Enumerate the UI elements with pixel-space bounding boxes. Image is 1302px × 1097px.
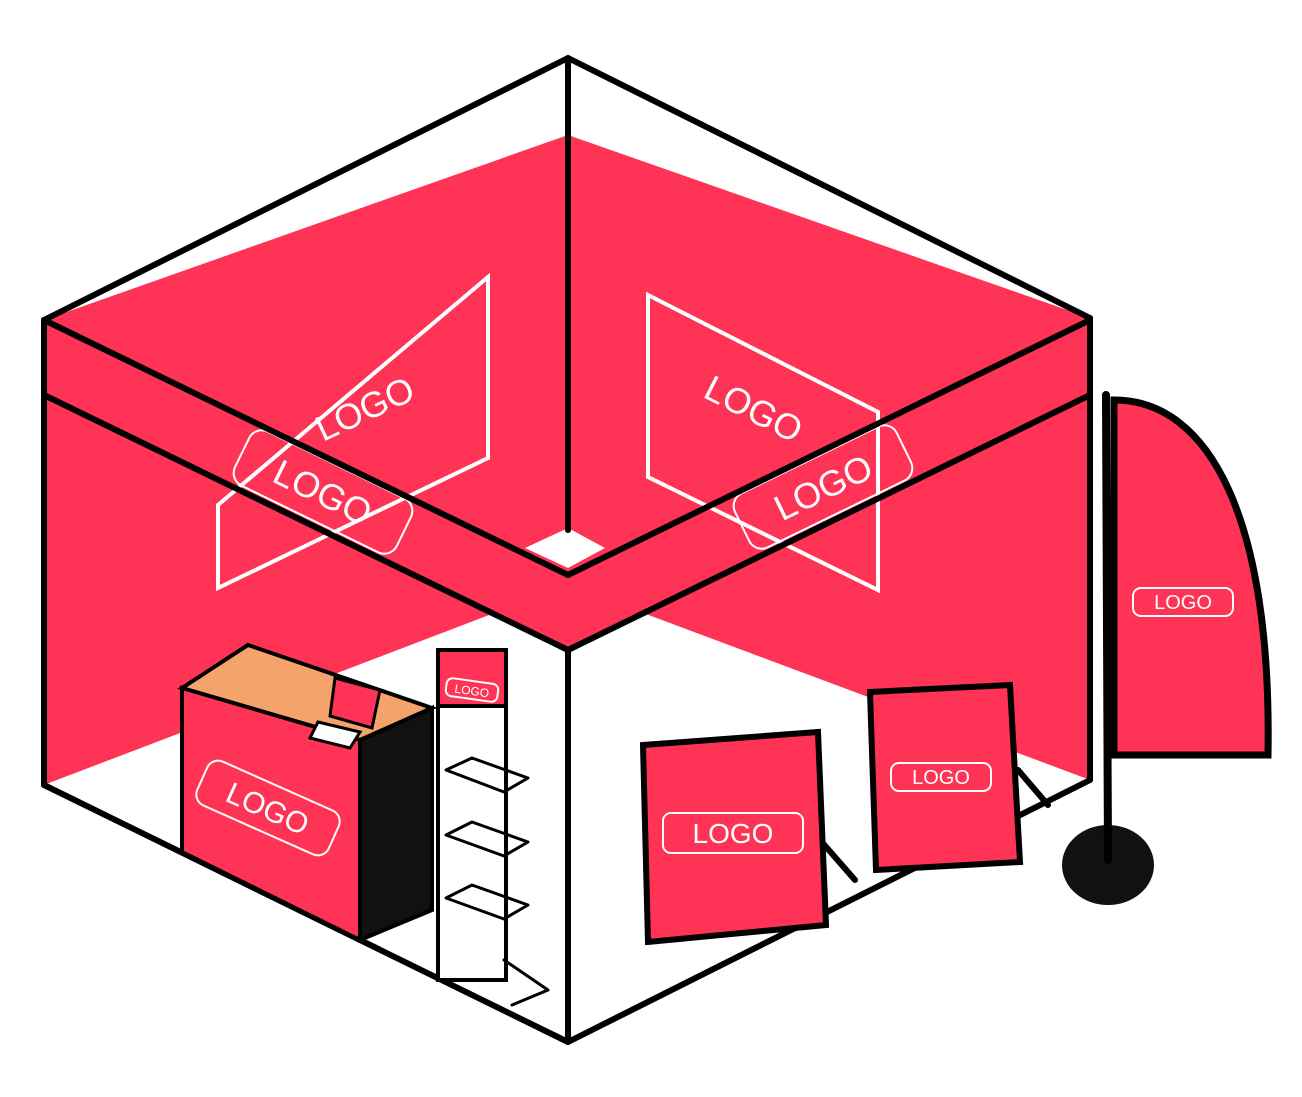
poster-board-right: LOGO: [866, 681, 1051, 874]
flag-sail: [1110, 396, 1272, 759]
brochure-stand-logo: LOGO: [444, 677, 500, 703]
poster-board-left-logo: LOGO: [662, 812, 804, 854]
booth-frame-outline: [41, 55, 1093, 1045]
flag-base: [1062, 825, 1154, 905]
poster-board-right-logo: LOGO: [890, 762, 992, 792]
feather-flag: LOGO: [1062, 391, 1272, 905]
laptop-keyboard: [307, 720, 363, 750]
header-band-right: [568, 320, 1090, 650]
counter-side: [358, 704, 434, 943]
feather-flag-logo-text: LOGO: [1154, 592, 1212, 614]
brochure-stand: LOGO: [436, 648, 550, 1007]
ceiling-gap: [525, 528, 605, 568]
wall-graphic-frame-left: [216, 272, 490, 592]
poster-board-right-logo-text: LOGO: [912, 767, 970, 789]
brochure-stand-logo-text: LOGO: [454, 682, 490, 701]
feather-flag-logo: LOGO: [1132, 587, 1234, 617]
counter-front: [180, 685, 362, 944]
laptop-icon: [328, 676, 382, 730]
wall-graphic-frame-right: [646, 291, 880, 594]
poster-board-left-logo-text: LOGO: [693, 818, 774, 849]
poster-board-left: LOGO: [639, 728, 858, 946]
header-band-left: [44, 320, 568, 650]
reception-counter: LOGO: [177, 642, 438, 944]
